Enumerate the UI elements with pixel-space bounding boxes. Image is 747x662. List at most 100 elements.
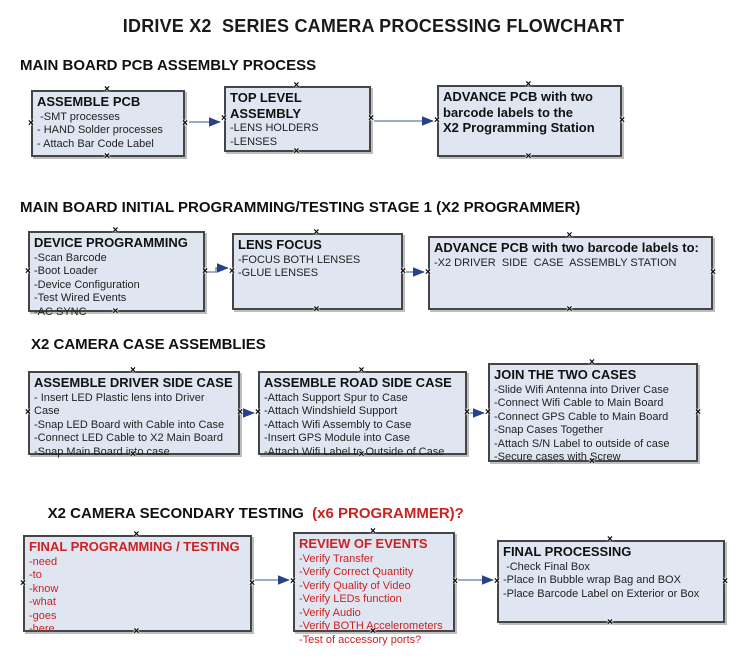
connection-handle-icon: × xyxy=(452,576,458,587)
flow-box[interactable]: TOP LEVEL ASSEMBLY -LENS HOLDERS -LENSES… xyxy=(221,81,374,157)
box-item: -Verify BOTH Accelerometers xyxy=(299,620,443,633)
box-item: -Verify Audio xyxy=(299,606,361,619)
connection-handle-icon: × xyxy=(485,406,491,418)
connection-handle-icon: × xyxy=(722,575,728,587)
box-item: -Snap Cases Together xyxy=(494,424,604,437)
box-item: -Test of accessory ports? xyxy=(299,633,422,646)
connection-handle-icon: × xyxy=(20,577,26,589)
box-item: -Connect LED Cable to X2 Main Board xyxy=(34,432,223,445)
box-item: -Attach Support Spur to Case xyxy=(264,391,408,404)
box-item: -Test Wired Events xyxy=(34,292,127,305)
box-title: ADVANCE PCB with two barcode labels to t… xyxy=(443,89,595,136)
box-item: -Snap LED Board with Cable into Case xyxy=(34,418,225,431)
box-title: ASSEMBLE PCB xyxy=(37,94,141,109)
box-item: -GLUE LENSES xyxy=(238,267,319,280)
box-item: -Secure cases with Screw xyxy=(494,451,621,464)
box-title: TOP LEVEL ASSEMBLY xyxy=(230,90,302,121)
connection-handle-icon: × xyxy=(28,117,34,129)
connection-handle-icon: × xyxy=(607,617,613,628)
flow-box[interactable]: JOIN THE TWO CASES -Slide Wifi Antenna i… xyxy=(485,358,701,467)
connection-handle-icon: × xyxy=(237,407,243,418)
flow-box[interactable]: REVIEW OF EVENTS -Verify Transfer -Verif… xyxy=(290,527,458,646)
box-item: -Snap Main Board into case xyxy=(34,445,170,458)
flow-box[interactable]: ASSEMBLE ROAD SIDE CASE -Attach Support … xyxy=(255,366,470,460)
box-item: -Verify Transfer xyxy=(299,552,374,565)
connection-handle-icon: × xyxy=(619,115,625,126)
box-item: -Insert GPS Module into Case xyxy=(264,432,411,445)
box-item: -Attach Windshield Support xyxy=(264,405,398,418)
connection-handle-icon: × xyxy=(368,113,374,124)
box-item: -SMT processes xyxy=(37,110,120,123)
connection-handle-icon: × xyxy=(464,407,470,418)
box-item: -AC SYNC xyxy=(34,305,87,318)
box-item: -Check Final Box xyxy=(503,560,590,573)
connection-handle-icon: × xyxy=(202,265,208,277)
flow-box[interactable]: LENS FOCUS -FOCUS BOTH LENSES -GLUE LENS… xyxy=(229,228,406,315)
connection-handle-icon: × xyxy=(525,151,532,162)
box-item: - Insert LED Plastic lens into Driver Ca… xyxy=(34,391,208,418)
box-item: -LENSES xyxy=(230,135,278,148)
box-item: -Attach Wifi Assembly to Case xyxy=(264,418,412,431)
box-item: - Attach Bar Code Label xyxy=(37,137,154,150)
connection-handle-icon: × xyxy=(229,265,235,277)
box-title: DEVICE PROGRAMMING xyxy=(34,235,188,250)
connection-handle-icon: × xyxy=(25,407,31,418)
section-heading-initial-programming: MAIN BOARD INITIAL PROGRAMMING/TESTING S… xyxy=(20,199,581,216)
box-item: -Device Configuration xyxy=(34,278,140,291)
connection-handle-icon: × xyxy=(695,406,701,418)
box-item: -Verify LEDs function xyxy=(299,593,402,606)
connection-handle-icon: × xyxy=(249,577,255,589)
box-item: -X2 DRIVER SIDE CASE ASSEMBLY STATION xyxy=(434,256,677,269)
box-item: -Place In Bubble wrap Bag and BOX xyxy=(503,574,681,587)
box-item: -goes xyxy=(29,609,57,622)
connection-handle-icon: × xyxy=(182,117,188,129)
box-title: ASSEMBLE ROAD SIDE CASE xyxy=(264,375,452,390)
flow-box[interactable]: ASSEMBLE PCB -SMT processes - HAND Solde… xyxy=(28,85,188,162)
box-item: -Verify Quality of Video xyxy=(299,579,411,592)
box-item: -Scan Barcode xyxy=(34,251,107,264)
connection-handle-icon: × xyxy=(104,151,110,162)
heading-red-part: (x6 PROGRAMMER)? xyxy=(307,505,464,522)
flow-box[interactable]: ADVANCE PCB with two barcode labels to t… xyxy=(434,80,625,162)
box-item: -need xyxy=(29,555,58,568)
box-title: REVIEW OF EVENTS xyxy=(299,536,428,551)
connection-handle-icon: × xyxy=(290,576,296,587)
box-item: -Place Barcode Label on Exterior or Box xyxy=(503,587,700,600)
section-heading-case-assemblies: X2 CAMERA CASE ASSEMBLIES xyxy=(31,336,266,353)
box-item: -here xyxy=(29,623,55,636)
box-title: ASSEMBLE DRIVER SIDE CASE xyxy=(34,375,233,390)
heading-black-part: X2 CAMERA SECONDARY TESTING xyxy=(47,505,308,522)
connection-handle-icon: × xyxy=(710,267,716,278)
box-item: -Boot Loader xyxy=(34,265,98,278)
box-item: -FOCUS BOTH LENSES xyxy=(238,253,361,266)
section-heading-secondary-testing: X2 CAMERA SECONDARY TESTING (x6 PROGRAMM… xyxy=(31,488,464,539)
box-title: FINAL PROCESSING xyxy=(503,544,632,559)
connection-handle-icon: × xyxy=(255,407,261,418)
box-title: ADVANCE PCB with two barcode labels to: xyxy=(434,240,699,255)
connection-handle-icon: × xyxy=(425,267,431,278)
box-item: -Attach Wifi Label to Outside of Case xyxy=(264,445,445,458)
connection-handle-icon: × xyxy=(494,575,500,587)
box-item: -Verify Correct Quantity xyxy=(299,566,414,579)
box-item: -what xyxy=(29,596,56,609)
flow-box[interactable]: FINAL PROCESSING -Check Final Box -Place… xyxy=(494,535,728,628)
connection-handle-icon: × xyxy=(400,265,406,277)
flow-box[interactable]: ASSEMBLE DRIVER SIDE CASE - Insert LED P… xyxy=(25,366,243,460)
flow-box[interactable]: DEVICE PROGRAMMING -Scan Barcode -Boot L… xyxy=(25,226,208,318)
box-item: -LENS HOLDERS xyxy=(230,122,319,135)
box-item: -Slide Wifi Antenna into Driver Case xyxy=(494,383,669,396)
box-title: LENS FOCUS xyxy=(238,237,322,252)
box-item: - HAND Solder processes xyxy=(37,124,163,137)
flow-box[interactable]: ADVANCE PCB with two barcode labels to: … xyxy=(425,231,716,315)
box-item: -Connect Wifi Cable to Main Board xyxy=(494,397,664,410)
box-item: -Attach S/N Label to outside of case xyxy=(494,437,670,450)
page-title: IDRIVE X2 SERIES CAMERA PROCESSING FLOWC… xyxy=(122,16,625,36)
box-item: -to xyxy=(29,569,42,582)
flow-box[interactable]: FINAL PROGRAMMING / TESTING -need -to -k… xyxy=(20,530,255,637)
connection-handle-icon: × xyxy=(313,304,320,315)
connection-handle-icon: × xyxy=(25,265,31,277)
connection-handle-icon: × xyxy=(434,115,440,126)
section-heading-pcb-assembly: MAIN BOARD PCB ASSEMBLY PROCESS xyxy=(20,57,317,74)
box-title: FINAL PROGRAMMING / TESTING xyxy=(29,539,240,554)
